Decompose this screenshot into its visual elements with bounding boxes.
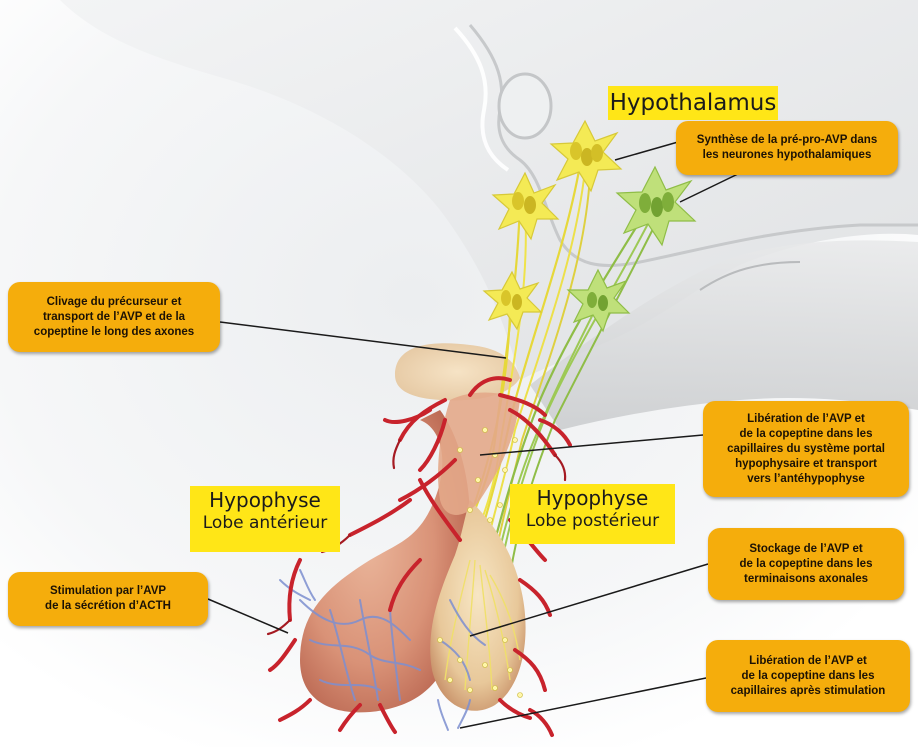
callout-storage-line1: Stockage de l’AVP et — [708, 542, 904, 557]
callout-portal-line4: hypophysaire et transport — [703, 457, 909, 472]
callout-release-after-stimulation: Libération de l’AVP et de la copeptine d… — [706, 640, 910, 712]
callout-release-line1: Libération de l’AVP et — [706, 654, 910, 669]
hypothalamus-label-text: Hypothalamus — [610, 90, 777, 116]
callout-synthesis-line2: les neurones hypothalamiques — [676, 148, 898, 163]
callout-release-line2: de la copeptine dans les — [706, 669, 910, 684]
callout-portal-line3: capillaires du système portal — [703, 442, 909, 457]
posterior-lobe-label: Hypophyse Lobe postérieur — [510, 484, 675, 544]
hypothalamus-label: Hypothalamus — [608, 86, 778, 120]
callout-portal-line2: de la copeptine dans les — [703, 427, 909, 442]
round-body — [499, 74, 551, 138]
callout-synthesis: Synthèse de la pré-pro-AVP dans les neur… — [676, 121, 898, 175]
callout-cleavage-line2: transport de l’AVP et de la — [8, 310, 220, 325]
posterior-lobe-label-line2: Lobe postérieur — [510, 511, 675, 531]
callout-storage: Stockage de l’AVP et de la copeptine dan… — [708, 528, 904, 600]
callout-acth: Stimulation par l’AVP de la sécrétion d’… — [8, 572, 208, 626]
callout-release-line3: capillaires après stimulation — [706, 684, 910, 699]
callout-portal-line5: vers l’antéhypophyse — [703, 472, 909, 487]
callout-portal-line1: Libération de l’AVP et — [703, 412, 909, 427]
callout-acth-line1: Stimulation par l’AVP — [8, 584, 208, 599]
callout-cleavage-line1: Clivage du précurseur et — [8, 295, 220, 310]
callout-portal-release: Libération de l’AVP et de la copeptine d… — [703, 401, 909, 497]
anterior-lobe-label: Hypophyse Lobe antérieur — [190, 486, 340, 552]
callout-acth-line2: de la sécrétion d’ACTH — [8, 599, 208, 614]
posterior-lobe-label-line1: Hypophyse — [510, 487, 675, 511]
callout-storage-line3: terminaisons axonales — [708, 572, 904, 587]
callout-cleavage-line3: copeptine le long des axones — [8, 325, 220, 340]
anterior-lobe-label-line2: Lobe antérieur — [190, 513, 340, 533]
anterior-lobe-label-line1: Hypophyse — [190, 489, 340, 513]
callout-synthesis-line1: Synthèse de la pré-pro-AVP dans — [676, 133, 898, 148]
callout-cleavage: Clivage du précurseur et transport de l’… — [8, 282, 220, 352]
callout-storage-line2: de la copeptine dans les — [708, 557, 904, 572]
